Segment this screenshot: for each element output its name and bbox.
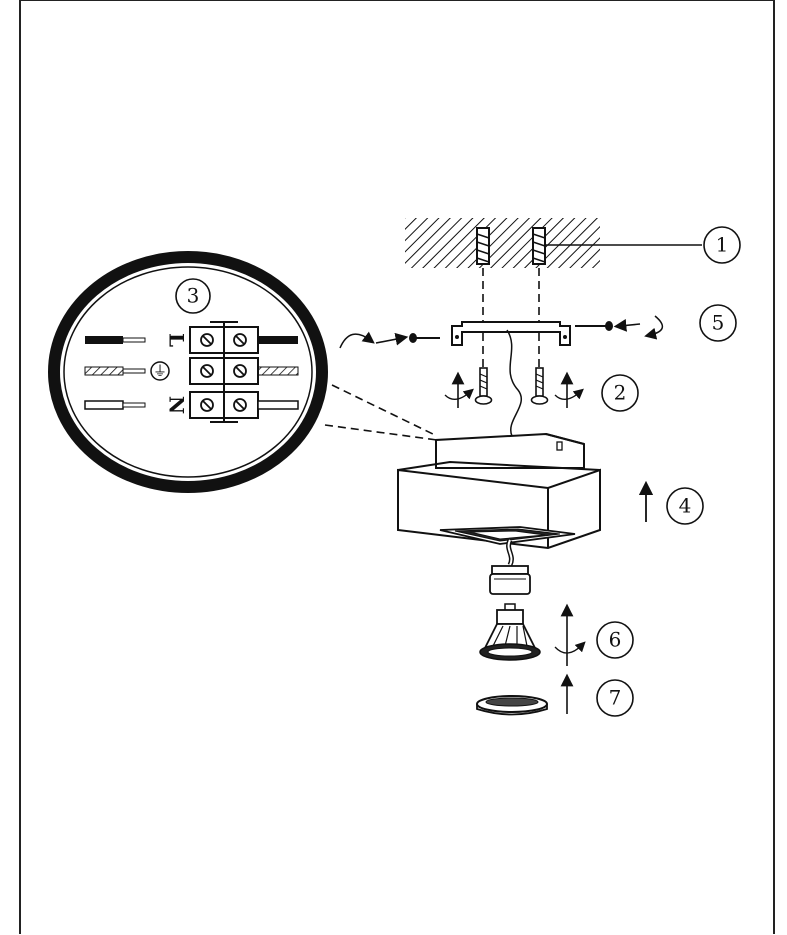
wall-plugs xyxy=(476,227,546,265)
light-housing xyxy=(397,432,601,550)
terminal-label-earth: ⏚ xyxy=(153,364,167,380)
terminal-label-neutral: N xyxy=(165,396,189,414)
supply-cable xyxy=(506,329,523,437)
alignment-lines xyxy=(324,268,540,441)
side-screw-right xyxy=(575,315,664,340)
callout-4-label: 4 xyxy=(679,494,692,518)
earth-wire xyxy=(84,361,299,381)
mounting-bracket xyxy=(451,321,571,346)
side-screw-left xyxy=(339,331,440,349)
ceiling-screw-right xyxy=(530,367,584,408)
live-wire xyxy=(85,336,298,344)
ceiling-surface xyxy=(405,218,600,268)
terminal-screw xyxy=(233,364,247,378)
retaining-ring xyxy=(476,673,574,716)
callout-5: 5 xyxy=(699,304,737,342)
terminal-screw xyxy=(233,333,247,347)
terminal-screw xyxy=(233,398,247,412)
callout-6: 6 xyxy=(596,621,634,659)
callout-5-label: 5 xyxy=(712,311,725,335)
terminal-label-live: L xyxy=(165,333,189,347)
terminal-screw xyxy=(200,333,214,347)
callout-1-label: 1 xyxy=(716,233,729,257)
earth-symbol-circle xyxy=(150,361,170,381)
callout-7-label: 7 xyxy=(609,686,622,710)
wall-plug-right xyxy=(532,227,546,265)
callout-6-label: 6 xyxy=(609,628,622,652)
terminal-screw xyxy=(200,364,214,378)
callout-3-label: 3 xyxy=(187,284,200,308)
callout-2: 2 xyxy=(601,374,639,412)
terminal-block xyxy=(189,321,259,423)
ceiling-screw-left xyxy=(444,367,493,408)
neutral-wire xyxy=(84,400,299,410)
terminal-screw xyxy=(200,398,214,412)
callout-7: 7 xyxy=(596,679,634,717)
wall-plug-left xyxy=(476,227,490,265)
callout-1: 1 xyxy=(703,226,741,264)
page-frame xyxy=(19,0,775,934)
gu10-bulb xyxy=(479,603,586,666)
callout-3-circle xyxy=(175,278,211,314)
wiring-detail-circle: L ⏚ N 3 xyxy=(48,251,328,493)
callout-2-label: 2 xyxy=(614,381,627,405)
lamp-socket xyxy=(489,538,531,595)
callout-4: 4 xyxy=(666,487,704,525)
